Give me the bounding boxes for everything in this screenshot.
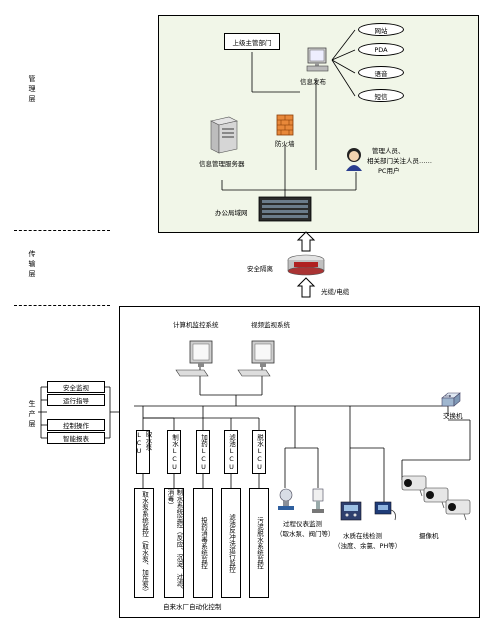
channel-voice: 语音 xyxy=(358,66,404,79)
computer-icon xyxy=(305,47,331,73)
plc-box-intake-pump: 取水泵LCU xyxy=(135,430,152,474)
instrument-label: （取水泵、阀门等） xyxy=(276,530,335,538)
users-label-line: PC用户 xyxy=(378,167,400,175)
isolation-device-icon xyxy=(286,254,326,276)
legend-smart-report: 智能报表 xyxy=(47,432,105,444)
camera-icon xyxy=(400,472,474,524)
office-network-label: 办公局域网 xyxy=(215,209,248,217)
water-quality-label: （浊度、余氯、PH等） xyxy=(334,542,402,550)
isolation-label: 安全隔离 xyxy=(247,265,273,273)
layer-divider xyxy=(14,230,110,231)
analyzer-icon xyxy=(340,500,362,522)
legend-safety-monitoring: 安全监视 xyxy=(47,381,105,393)
firewall-icon xyxy=(276,114,294,136)
server-label: 信息管理服务器 xyxy=(199,160,245,168)
subsystem-dewatering: 污泥脱水系统监控 xyxy=(249,488,269,598)
plc-box-dosing: 加药LCU xyxy=(196,430,210,474)
network-rack-icon xyxy=(258,196,312,222)
channel-website: 网站 xyxy=(358,23,404,36)
subsystem-dosing: 投药消毒系统监控 xyxy=(193,488,213,598)
layer-label-production: 生产层 xyxy=(28,400,36,428)
legend-control-operation: 控制操作 xyxy=(47,419,105,431)
layer-label-transmission: 传输层 xyxy=(28,250,36,278)
computer-icon xyxy=(236,340,280,378)
auto-control-label: 自来水厂自动化控制 xyxy=(163,603,222,611)
switch-label: 交换机 xyxy=(443,412,463,420)
legend-operation-guidance: 运行指导 xyxy=(47,394,105,406)
channel-sms: 短信 xyxy=(358,89,404,102)
transmitter-icon xyxy=(310,488,326,514)
flowmeter-icon xyxy=(277,488,295,512)
cable-label: 光缆/电缆 xyxy=(321,288,350,296)
channel-pda: PDA xyxy=(358,43,404,56)
switch-icon xyxy=(440,392,462,408)
layer-label-management: 管理层 xyxy=(28,75,36,103)
superior-department-box: 上级主管部门 xyxy=(224,33,280,50)
users-label-line: 管理人员、 xyxy=(372,147,405,155)
water-quality-label: 水质在线检测 xyxy=(343,532,382,540)
plc-box-water-production: 制水LCU xyxy=(167,430,181,474)
users-label-line: 相关部门关注人员…… xyxy=(367,157,432,165)
instrument-label: 过程仪表监测 xyxy=(283,520,322,528)
sensor-icon xyxy=(373,500,399,522)
subsystem-intake-pump: 取水泵系统监控（取水泵、加压泵） xyxy=(134,488,154,598)
subsystem-water-production: 制水系统监控（反应、沉淀、过滤、消毒） xyxy=(164,488,184,598)
camera-label: 摄像机 xyxy=(419,532,439,540)
firewall-label: 防火墙 xyxy=(275,140,295,148)
user-avatar-icon xyxy=(344,147,364,171)
computer-monitoring-label: 计算机监控系统 xyxy=(173,321,219,329)
plc-box-filter: 滤池LCU xyxy=(224,430,238,474)
computer-icon xyxy=(174,340,218,378)
video-monitoring-label: 视频监视系统 xyxy=(251,321,290,329)
subsystem-filter: 滤池反冲洗运行监控 xyxy=(221,488,241,598)
layer-divider xyxy=(14,305,110,306)
plc-box-dewatering: 脱水LCU xyxy=(252,430,266,474)
users-label: 管理人员、 xyxy=(372,145,405,155)
info-publish-label: 信息发布 xyxy=(300,78,326,86)
server-icon xyxy=(205,115,241,155)
